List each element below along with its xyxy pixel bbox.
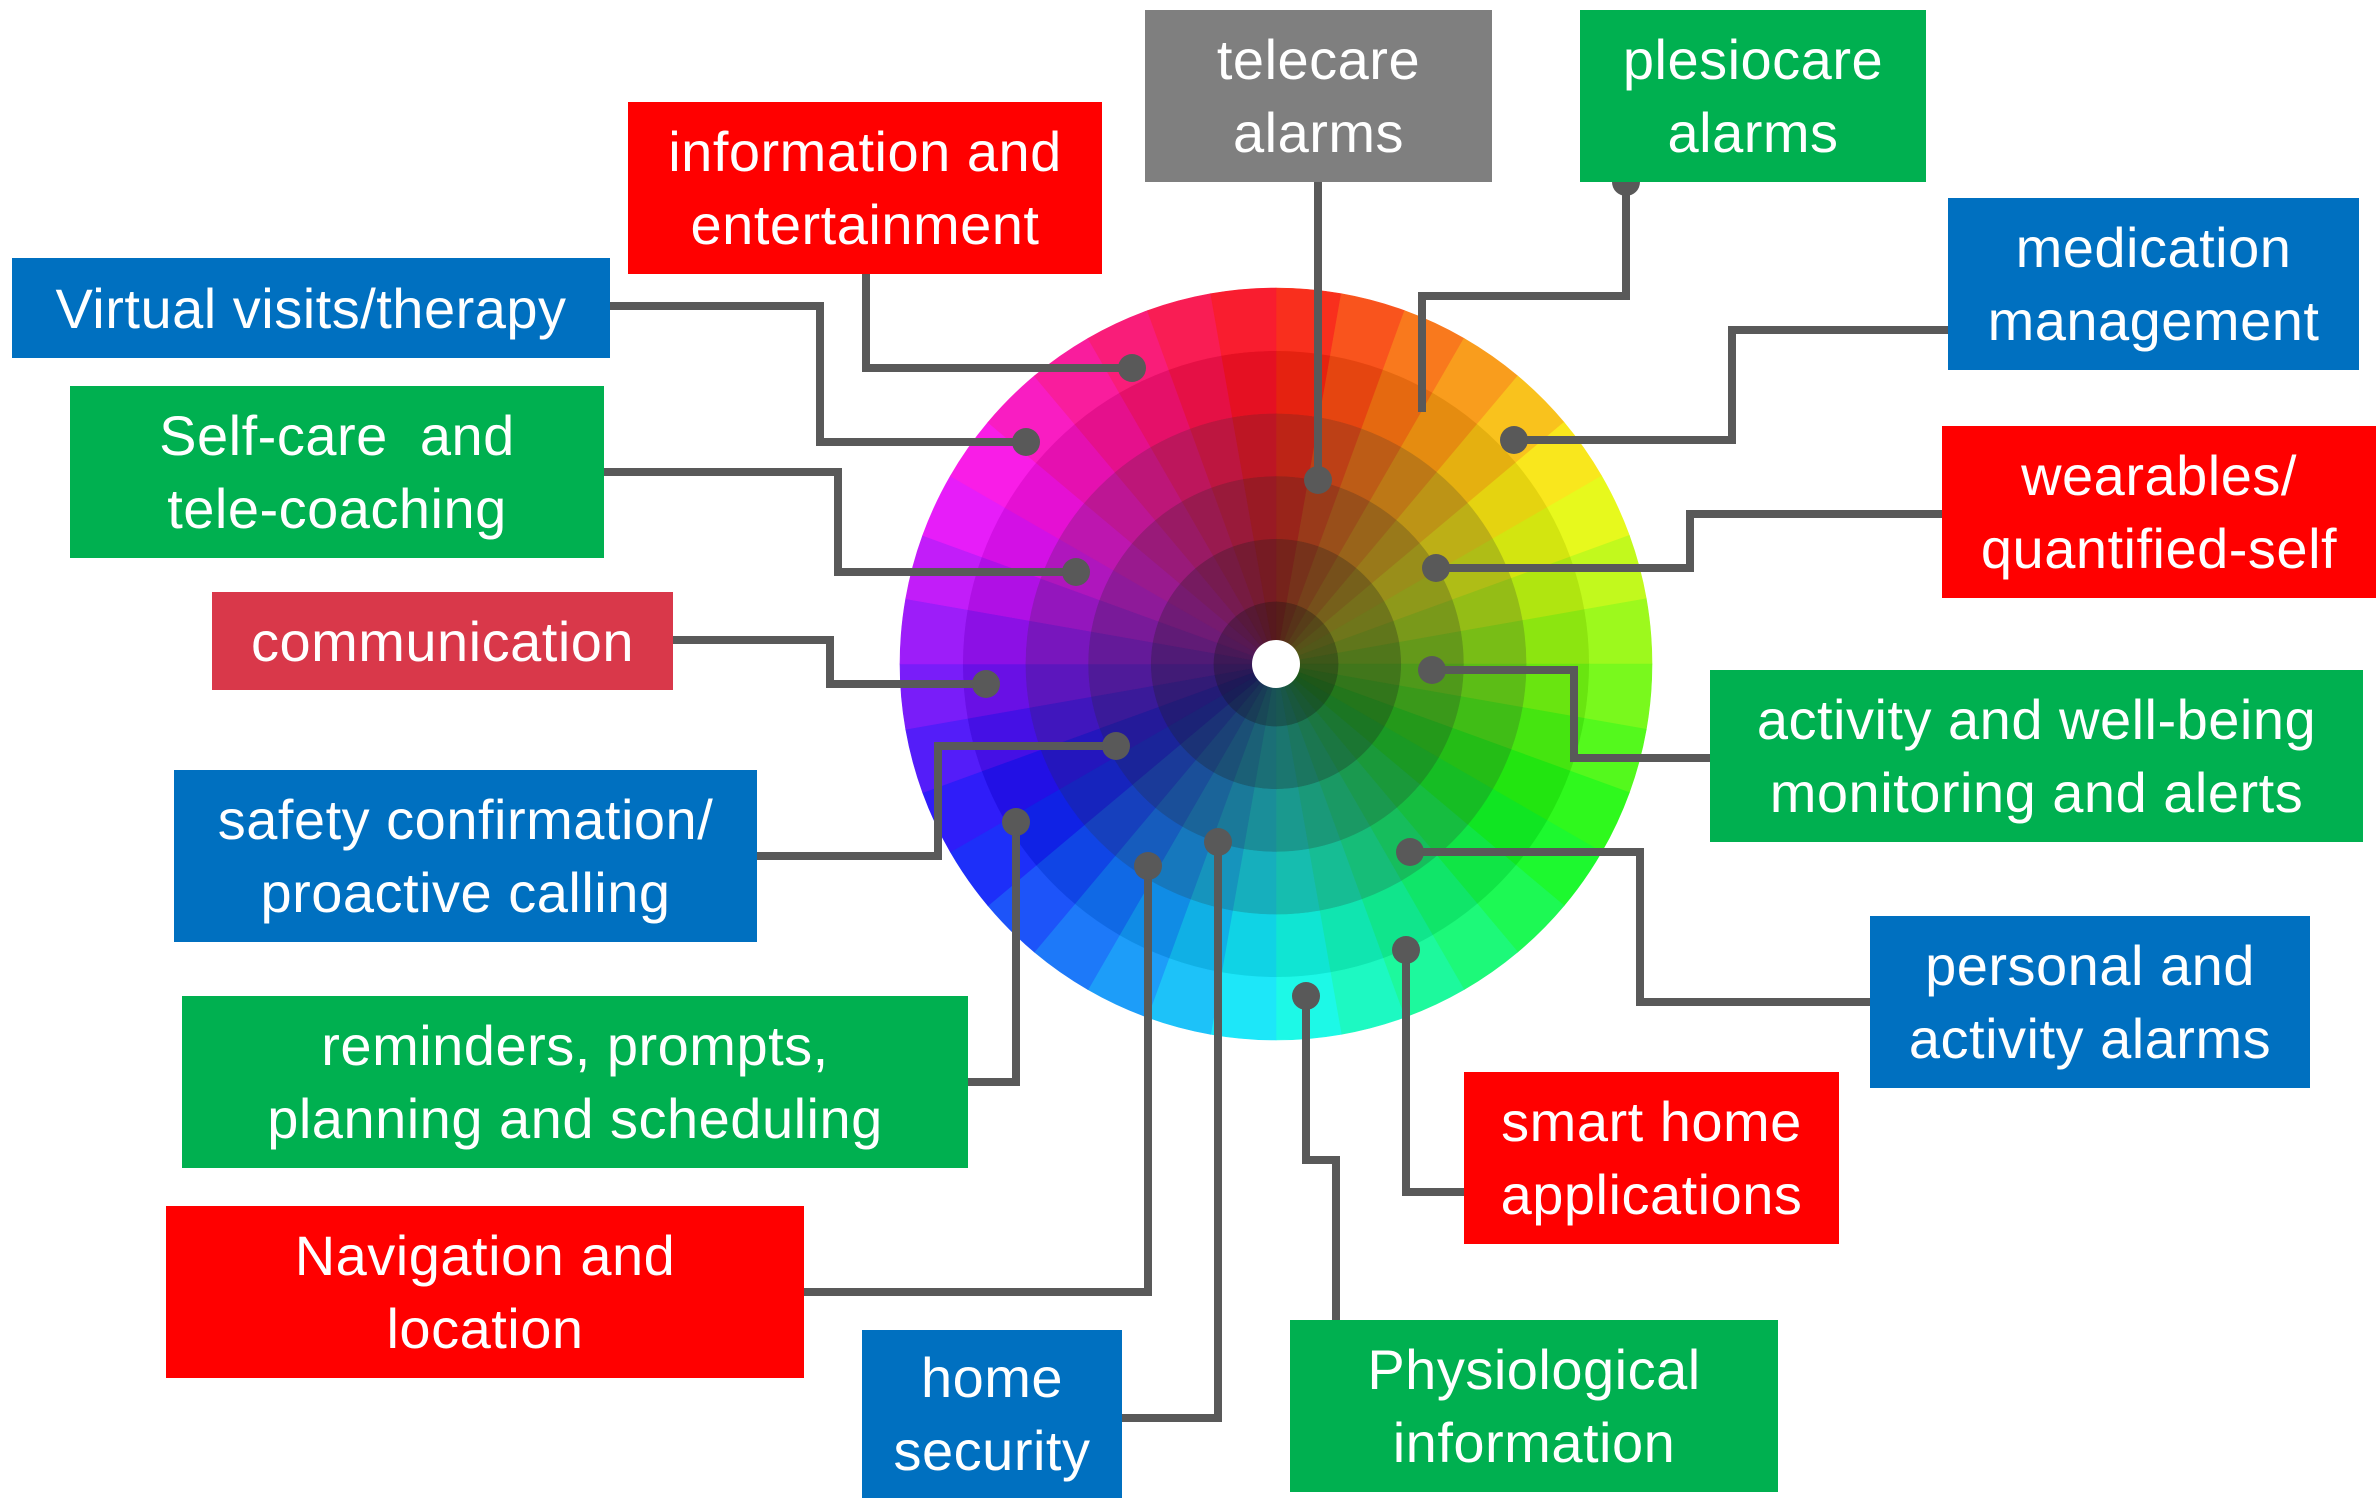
- label-medication-management: medication management: [1948, 198, 2359, 370]
- label-wearables: wearables/ quantified-self: [1942, 426, 2376, 598]
- label-safety-confirmation-line-1: safety confirmation/: [217, 788, 714, 851]
- connector-wearables-dot: [1422, 554, 1450, 582]
- connector-physiological: [1302, 996, 1340, 1320]
- label-virtual-visits: Virtual visits/therapy: [12, 258, 610, 358]
- label-information-entertainment: information and entertainment: [628, 102, 1102, 274]
- label-navigation-line-1: Navigation and: [294, 1224, 676, 1287]
- label-plesiocare-alarms: plesiocare alarms: [1580, 10, 1926, 182]
- label-navigation: Navigation and location: [166, 1206, 804, 1378]
- connector-smart-home: [1402, 950, 1464, 1196]
- connector-personal: [1410, 848, 1870, 1006]
- connector-reminders: [968, 822, 1020, 1086]
- connector-self-care: [604, 468, 1076, 576]
- label-wearables-line-1: wearables/: [2021, 444, 2297, 507]
- wheel-segment: [1210, 287, 1277, 356]
- label-telecare-alarms-line-2: alarms: [1232, 101, 1405, 164]
- connector-activity-dot: [1418, 656, 1446, 684]
- label-telecare-alarms-line-1: telecare: [1216, 28, 1421, 91]
- label-information-entertainment-line-2: entertainment: [690, 193, 1040, 256]
- label-smart-home-line-2: applications: [1500, 1163, 1803, 1226]
- connector-home-security: [1122, 842, 1222, 1422]
- label-reminders-line-1: reminders, prompts,: [321, 1014, 829, 1077]
- label-personal-alarms-line-2: activity alarms: [1908, 1007, 2272, 1070]
- label-plesiocare-alarms-line-2: alarms: [1667, 101, 1839, 164]
- connector-lines: [604, 168, 1948, 1422]
- label-medication-management-line-2: management: [1987, 289, 2320, 352]
- label-personal-alarms: personal and activity alarms: [1870, 916, 2310, 1088]
- label-information-entertainment-line-1: information and: [668, 120, 1062, 183]
- label-telecare-alarms: telecare alarms: [1145, 10, 1492, 182]
- label-virtual-visits-line-1: Virtual visits/therapy: [55, 276, 567, 340]
- connector-medication-dot: [1500, 426, 1528, 454]
- wheel-segment: [1584, 663, 1653, 730]
- connector-smart-home-dot: [1392, 936, 1420, 964]
- label-communication: communication: [212, 592, 673, 690]
- wheel-segment: [1275, 287, 1342, 356]
- label-safety-confirmation-line-2: proactive calling: [260, 861, 671, 924]
- label-wearables-line-2: quantified-self: [1980, 517, 2338, 580]
- connector-telecare-dot: [1304, 466, 1332, 494]
- connector-activity: [1432, 666, 1710, 762]
- label-self-care: Self-care and tele-coaching: [70, 386, 604, 558]
- connector-information: [862, 274, 1132, 372]
- connector-safety: [757, 742, 1116, 860]
- wheel-segment: [899, 598, 968, 665]
- connector-personal-dot: [1396, 838, 1424, 866]
- connector-virtual-visits-dot: [1012, 428, 1040, 456]
- label-activity-wellbeing-line-2: monitoring and alerts: [1769, 761, 2304, 824]
- label-physiological-line-1: Physiological: [1367, 1338, 1701, 1401]
- label-navigation-line-2: location: [386, 1297, 584, 1360]
- connector-communication: [673, 636, 986, 688]
- label-self-care-line-1: Self-care and: [159, 404, 515, 467]
- connector-virtual-visits: [610, 302, 1026, 446]
- label-communication-line-1: communication: [250, 609, 635, 673]
- connector-medication: [1514, 326, 1948, 444]
- label-personal-alarms-line-1: personal and: [1925, 934, 2255, 997]
- connector-information-dot: [1118, 354, 1146, 382]
- label-activity-wellbeing-line-1: activity and well-being: [1756, 688, 2317, 751]
- label-safety-confirmation: safety confirmation/ proactive calling: [174, 770, 757, 942]
- label-reminders: reminders, prompts, planning and schedul…: [182, 996, 968, 1168]
- label-reminders-line-2: planning and scheduling: [267, 1087, 883, 1150]
- connector-safety-dot: [1102, 732, 1130, 760]
- connector-navigation-dot: [1134, 852, 1162, 880]
- label-smart-home: smart home applications: [1464, 1072, 1839, 1244]
- connector-communication-dot: [972, 670, 1000, 698]
- label-activity-wellbeing: activity and well-being monitoring and a…: [1710, 670, 2363, 842]
- label-smart-home-line-1: smart home: [1501, 1090, 1802, 1153]
- connector-plesiocare: [1418, 182, 1630, 412]
- connector-self-care-dot: [1062, 558, 1090, 586]
- label-physiological-line-2: information: [1392, 1411, 1676, 1474]
- label-home-security-line-2: security: [893, 1419, 1091, 1482]
- wheel-segment: [1584, 598, 1653, 665]
- center-dot-icon: [1252, 640, 1300, 688]
- connector-reminders-dot: [1002, 808, 1030, 836]
- label-medication-management-line-1: medication: [2015, 216, 2292, 279]
- label-home-security: home security: [862, 1330, 1122, 1498]
- label-self-care-line-2: tele-coaching: [167, 477, 507, 540]
- label-physiological: Physiological information: [1290, 1320, 1778, 1492]
- connector-wearables: [1436, 510, 1942, 572]
- wheel-segment: [899, 663, 968, 730]
- label-home-security-line-1: home: [920, 1346, 1064, 1409]
- label-plesiocare-alarms-line-1: plesiocare: [1622, 28, 1884, 91]
- connector-physiological-dot: [1292, 982, 1320, 1010]
- connector-home-security-dot: [1204, 828, 1232, 856]
- connector-navigation: [804, 866, 1152, 1296]
